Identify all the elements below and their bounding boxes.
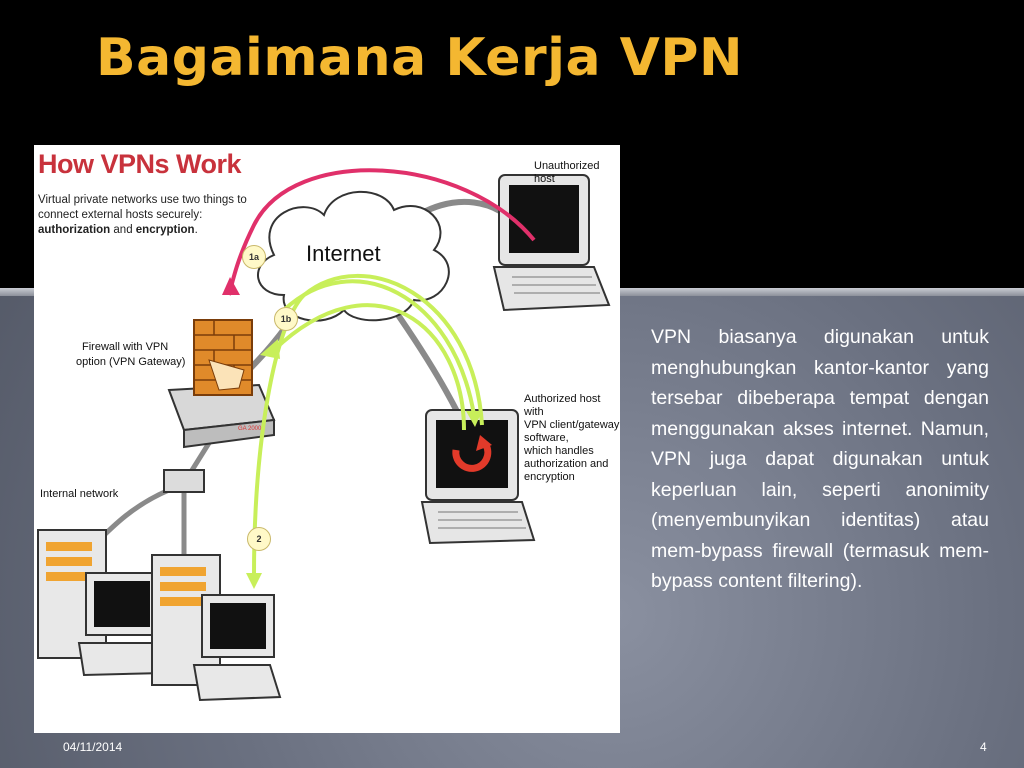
step-1a-badge: 1a <box>242 245 266 269</box>
arrow-authorized-tunnel <box>282 279 476 416</box>
vpn-diagram-image: How VPNs Work Virtual private networks u… <box>34 145 620 733</box>
vpn-diagram-graphics <box>37 168 611 702</box>
firewall-label-line1: Firewall with VPN <box>82 341 169 353</box>
figure-description: Virtual private networks use two things … <box>38 194 247 236</box>
desktop-monitor-2-icon <box>192 594 282 702</box>
firewall-gateway-icon <box>167 319 276 449</box>
slide-body-text: VPN biasanya digunakan untuk menghubungk… <box>651 326 989 592</box>
slide-title: Bagaimana Kerja VPN <box>96 28 744 88</box>
unauthorized-laptop-icon <box>492 174 611 312</box>
network-switch-icon <box>163 469 205 493</box>
server-tower-1-icon <box>37 529 107 659</box>
brick-wall-icon <box>193 319 253 396</box>
step-2-badge: 2 <box>247 527 271 551</box>
desktop-monitor-1-icon <box>77 572 166 677</box>
authorized-laptop-icon <box>420 409 536 545</box>
internet-label: Internet <box>306 241 381 266</box>
internal-network-label: Internal network <box>40 488 119 500</box>
arrow-tunnel-head <box>466 411 482 427</box>
step-1b-badge: 1b <box>274 307 298 331</box>
arrow-1a-unauthorized <box>227 168 536 296</box>
page-number: 4 <box>980 740 987 754</box>
firewall-label-line2: option (VPN Gateway) <box>76 356 186 368</box>
footer-date: 04/11/2014 <box>63 740 123 754</box>
arrow-1b-return <box>272 303 466 431</box>
gateway-mark: GA 2000 <box>238 426 262 432</box>
figure-heading: How VPNs Work <box>38 149 242 179</box>
unauthorized-host-label: Unauthorized host <box>534 160 600 185</box>
arrow-2-head <box>246 573 262 589</box>
arrow-1a-head <box>222 277 240 295</box>
authorized-host-label: Authorized host with VPN client/gateway … <box>524 393 620 483</box>
